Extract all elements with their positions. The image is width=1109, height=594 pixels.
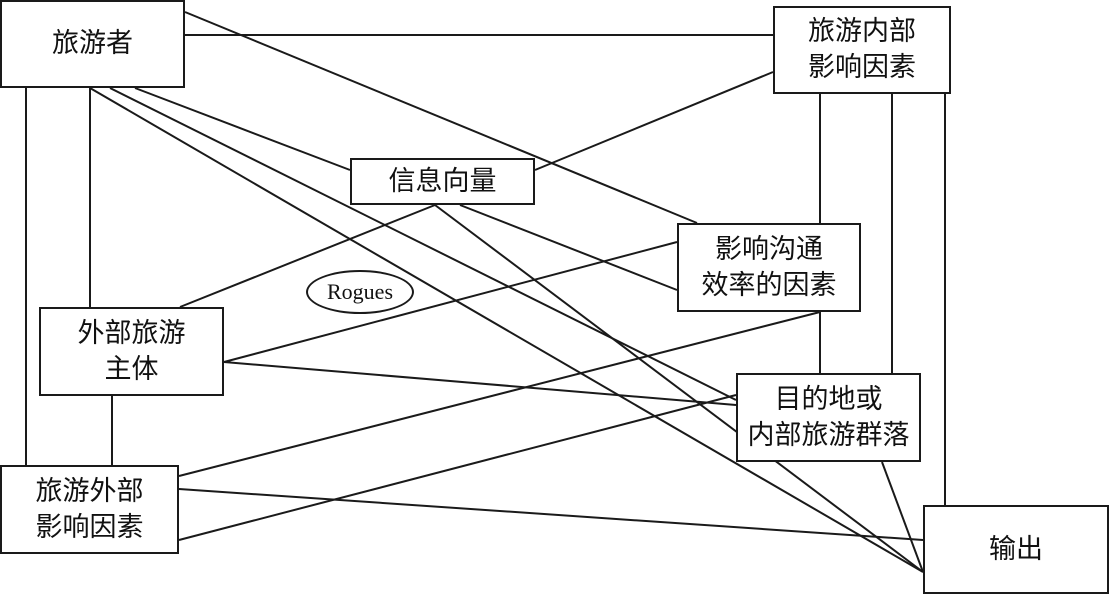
edge-external-subject-to-destination xyxy=(223,361,737,406)
node-tourist: 旅游者 xyxy=(0,0,185,88)
node-external-factors: 旅游外部 影响因素 xyxy=(0,465,179,554)
node-external-subject: 外部旅游 主体 xyxy=(39,307,224,396)
edge-tourist-to-output xyxy=(89,87,924,573)
edge-external-factors-to-output xyxy=(178,488,924,541)
node-info-vector: 信息向量 xyxy=(350,158,535,205)
node-internal-factors-label: 旅游内部 影响因素 xyxy=(808,16,916,83)
edge-tourist-to-destination xyxy=(109,87,737,401)
edge-info-vector-to-comm-factors xyxy=(459,204,678,291)
node-internal-factors: 旅游内部 影响因素 xyxy=(773,6,951,94)
node-destination-label: 目的地或 内部旅游群落 xyxy=(747,383,910,451)
node-destination: 目的地或 内部旅游群落 xyxy=(736,373,921,462)
edge-destination-to-external-factors xyxy=(178,394,737,541)
edge-comm-factors-to-external-factors xyxy=(178,311,821,477)
edge-info-vector-to-output xyxy=(434,204,924,573)
node-info-vector-label: 信息向量 xyxy=(388,165,497,197)
node-comm-factors-label: 影响沟通 效率的因素 xyxy=(701,233,837,301)
edge-destination-to-output xyxy=(881,461,924,573)
node-external-factors-label: 旅游外部 影响因素 xyxy=(35,475,144,543)
node-comm-factors: 影响沟通 效率的因素 xyxy=(677,223,861,312)
node-output-label: 输出 xyxy=(989,533,1043,565)
node-external-subject-label: 外部旅游 主体 xyxy=(77,317,186,385)
rogues-label: Rogues xyxy=(327,279,393,304)
edge-tourist-to-comm-factors xyxy=(184,11,698,224)
edge-info-vector-to-external-subject xyxy=(179,204,436,308)
edge-tourist-to-info-vector xyxy=(134,87,351,171)
edge-info-vector-to-internal-factors xyxy=(534,71,774,171)
node-output: 输出 xyxy=(923,505,1109,594)
node-tourist-label: 旅游者 xyxy=(52,28,133,59)
edge-comm-factors-to-external-subject xyxy=(223,241,678,363)
rogues-ellipse: Rogues xyxy=(306,270,414,314)
